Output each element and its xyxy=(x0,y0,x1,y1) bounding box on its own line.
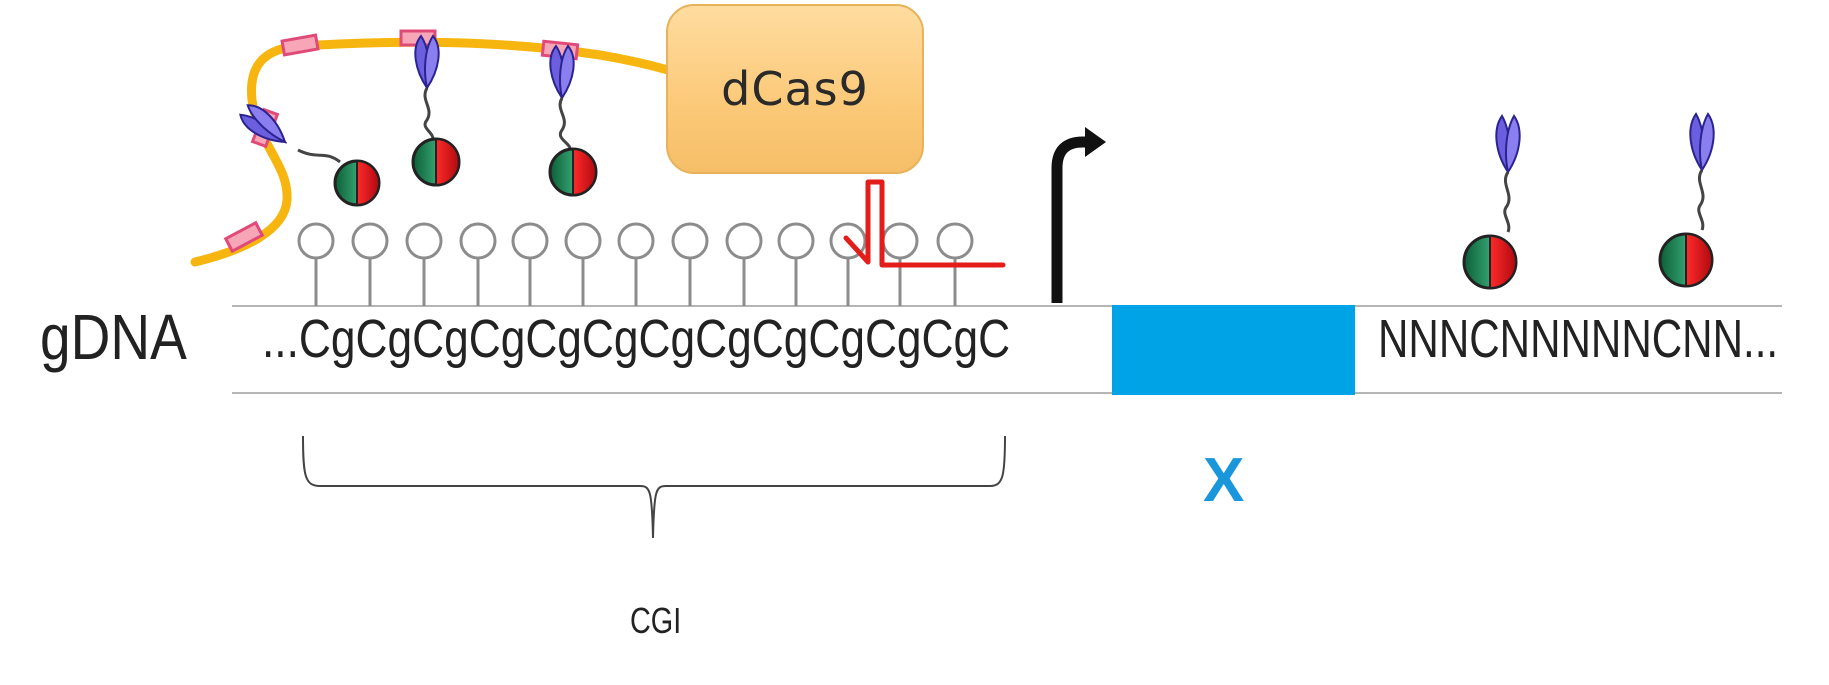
cpg-lollipop-icon xyxy=(297,222,335,306)
cpg-lollipop-icon xyxy=(511,222,549,306)
cpg-lollipop-icon xyxy=(777,222,815,306)
cpg-lollipop-icon xyxy=(351,222,389,306)
downstream-sequence-text: NNNCNNNNNCNN... xyxy=(1378,309,1779,369)
cpg-sequence: ...CgCgCgCgCgCgCgCgCgCgCgCgC xyxy=(262,308,1174,370)
antibody-icon xyxy=(549,44,575,101)
free-antibody-enzyme-complex xyxy=(1462,114,1521,290)
dcas9-box: dCas9 xyxy=(666,4,924,174)
antibody-enzyme-complex xyxy=(411,34,461,187)
free-antibody-enzyme-complex xyxy=(1658,112,1715,288)
antibody-icon xyxy=(414,34,440,91)
cgi-label: CGI xyxy=(630,600,694,642)
enzyme-icon xyxy=(411,137,461,187)
cpg-lollipop-icon xyxy=(725,222,763,306)
cpg-lollipop-icon xyxy=(617,222,655,306)
gene-block-icon xyxy=(1112,305,1355,395)
cut-site-icon xyxy=(843,179,1006,268)
antibody-icon xyxy=(1495,114,1521,175)
cgi-label-text: CGI xyxy=(630,600,682,641)
cpg-lollipop-icon xyxy=(936,222,974,306)
antibody-icon xyxy=(239,104,288,144)
enzyme-icon xyxy=(1658,232,1714,288)
antibody-enzyme-complex xyxy=(548,44,598,197)
enzyme-icon xyxy=(548,147,598,197)
cgi-brace xyxy=(302,435,1006,539)
gdna-label: gDNA xyxy=(40,300,211,374)
dcas9-label: dCas9 xyxy=(721,62,869,116)
enzyme-icon xyxy=(1462,234,1518,290)
enzyme-icon xyxy=(333,159,381,207)
antibody-enzyme-complex xyxy=(239,104,381,207)
cpg-lollipop-icon xyxy=(671,222,709,306)
antibody-icon xyxy=(1689,112,1715,173)
tag-icon xyxy=(280,33,320,57)
cpg-sequence-text: ...CgCgCgCgCgCgCgCgCgCgCgCgC xyxy=(262,309,1011,369)
cpg-lollipop-icon xyxy=(829,222,867,306)
cpg-lollipop-icon xyxy=(405,222,443,306)
gdna-label-text: gDNA xyxy=(40,301,187,373)
scaffold-strand xyxy=(190,37,673,267)
gene-label: X xyxy=(1203,446,1245,515)
cpg-lollipop-icon xyxy=(564,222,602,306)
cpg-lollipops xyxy=(297,222,974,306)
cpg-lollipop-icon xyxy=(459,222,497,306)
promoter-arrow-icon xyxy=(1051,127,1106,303)
tag-icon xyxy=(223,220,265,254)
downstream-sequence: NNNCNNNNNCNN... xyxy=(1378,308,1829,370)
